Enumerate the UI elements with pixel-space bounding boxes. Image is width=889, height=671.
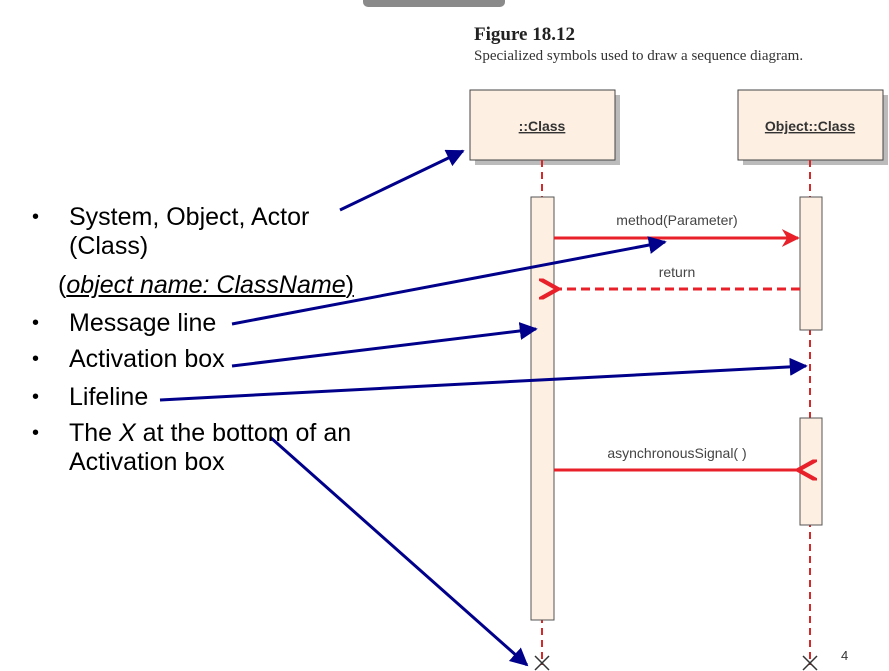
figure-caption: Specialized symbols used to draw a seque…: [474, 48, 804, 64]
bullet-dot: •: [32, 422, 40, 444]
activation-box-right-bottom: [799, 417, 823, 526]
activation-box-right-top: [799, 196, 823, 331]
async-signal-label: asynchronousSignal( ): [607, 445, 746, 461]
object-class-label: Object::Class: [765, 118, 855, 134]
pointer-to-destroy-x: [269, 435, 529, 667]
bullet-text: (Class): [69, 232, 149, 260]
class-object-box: ::Class: [469, 89, 620, 165]
bullet-text: Activation box: [69, 448, 225, 476]
pointer-to-class-box: [339, 149, 465, 212]
destroy-x-right: [802, 655, 818, 671]
class-object-label: ::Class: [519, 118, 566, 134]
bullet-dot: •: [32, 312, 40, 334]
bullet-text: Message line: [69, 309, 217, 337]
bullet-text: Lifeline: [69, 383, 149, 411]
pointer-to-lifeline: [159, 357, 808, 402]
bullet-text: System, Object, Actor: [69, 203, 310, 231]
method-message-label: method(Parameter): [616, 212, 737, 228]
page-number: 4: [841, 648, 849, 663]
return-message-label: return: [659, 264, 696, 280]
pointer-to-message-line: [231, 236, 667, 326]
bullet-text: Activation box: [69, 345, 225, 373]
activation-box-left: [530, 196, 555, 621]
bullet-dot: •: [32, 386, 40, 408]
pointer-to-activation-box: [231, 322, 538, 368]
destroy-x-left: [534, 655, 550, 671]
bullet-text: The X at the bottom of an: [69, 419, 352, 447]
figure-title: Figure 18.12: [474, 24, 575, 45]
sub-text: (object name: ClassName): [58, 271, 354, 299]
object-class-box: Object::Class: [737, 89, 888, 165]
bullet-dot: •: [32, 348, 40, 370]
bullet-dot: •: [32, 206, 40, 228]
top-tab-bar: [363, 0, 505, 7]
